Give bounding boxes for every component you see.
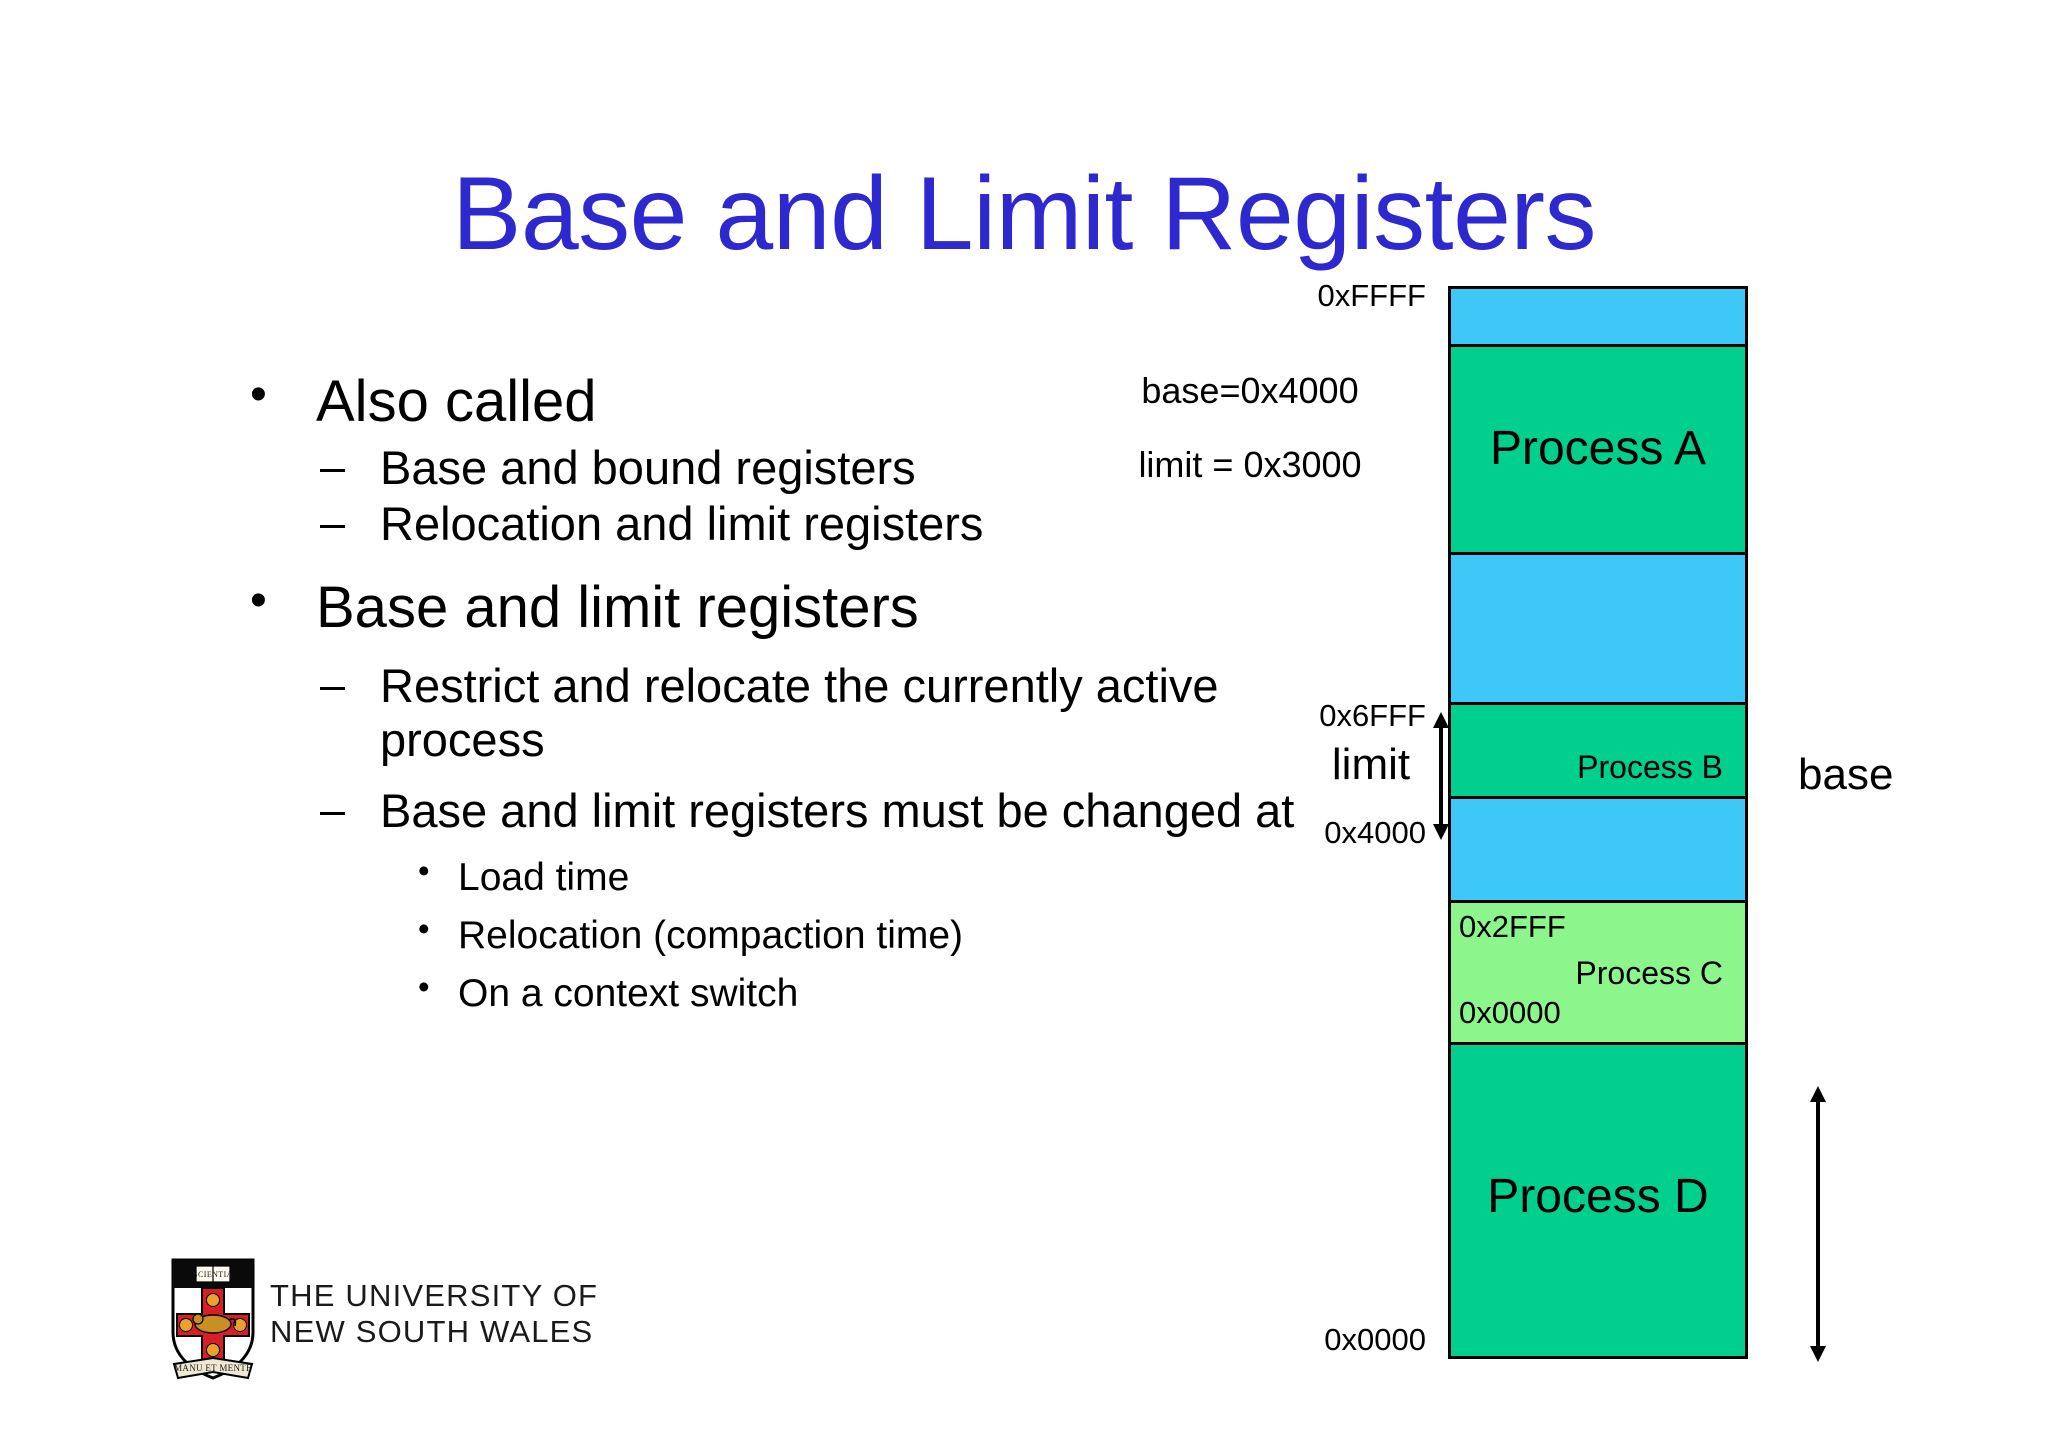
bullet-text: Base and bound registers	[380, 440, 916, 494]
process-a-label: Process A	[1489, 422, 1707, 475]
unsw-wordmark-line2: NEW SOUTH WALES	[270, 1313, 594, 1349]
bullet-base-and-bound: – Base and bound registers	[240, 441, 1310, 496]
page-title: Base and Limit Registers	[451, 156, 1597, 272]
memory-block-process-d: Process D	[1451, 1045, 1745, 1356]
bullet-list: • Also called – Base and bound registers…	[240, 368, 1310, 1021]
bullet-marker: •	[418, 910, 430, 948]
bullet-text: Load time	[458, 856, 630, 900]
bullet-marker: •	[250, 573, 267, 627]
bullet-marker: –	[320, 497, 346, 549]
bullet-relocation-compaction: • Relocation (compaction time)	[240, 910, 1310, 960]
base-register-value: base=0x4000	[1141, 370, 1359, 411]
bullet-on-context-switch: • On a context switch	[240, 967, 1310, 1018]
process-d-label: Process D	[1487, 1170, 1709, 1223]
svg-text:SCIENTIA: SCIENTIA	[193, 1270, 233, 1279]
unsw-wordmark: THE UNIVERSITY OF NEW SOUTH WALES	[270, 1278, 598, 1349]
unsw-crest-icon: SCIENTIA MANU ET MENTE	[171, 1258, 255, 1380]
bullet-text: Base and limit registers	[316, 574, 919, 640]
addr-4000-label: 0x4000	[1324, 815, 1426, 850]
bullet-marker: •	[250, 368, 267, 421]
memory-block-free-top	[1451, 289, 1745, 347]
bullet-relocation-and-limit: – Relocation and limit registers	[240, 497, 1310, 552]
bullet-text: Base and limit registers must be changed…	[380, 783, 1295, 837]
bullet-text: Also called	[316, 369, 597, 434]
svg-text:MANU ET MENTE: MANU ET MENTE	[174, 1363, 252, 1373]
addr-6fff-label: 0x6FFF	[1319, 698, 1426, 733]
inner-addr-0000-label: 0x0000	[1459, 995, 1561, 1030]
bullet-load-time: • Load time	[240, 852, 1310, 902]
memory-block-process-a: Process A	[1451, 347, 1745, 555]
address-label-column: 0xFFFF 0x6FFF 0x4000 0x0000	[1278, 270, 1427, 1380]
memory-block-free-3	[1451, 799, 1745, 903]
addr-0000-label: 0x0000	[1324, 1322, 1426, 1357]
bullet-also-called: • Also called	[240, 368, 1310, 435]
bullet-marker: •	[418, 852, 430, 890]
bullet-text: Relocation (compaction time)	[458, 914, 964, 958]
unsw-wordmark-line1: THE UNIVERSITY OF	[270, 1278, 599, 1313]
bullet-base-and-limit-registers: • Base and limit registers	[240, 573, 1310, 641]
memory-layout-diagram: 0xFFFF 0x6FFF 0x4000 0x0000 limit base P…	[1300, 270, 2040, 1380]
bullet-marker: –	[320, 783, 346, 835]
process-c-label: Process C	[1575, 955, 1723, 991]
base-arrow-icon	[1810, 1086, 1826, 1362]
register-values: base=0x4000 limit = 0x3000	[1105, 370, 1395, 486]
bullet-text: Restrict and relocate the currently acti…	[380, 658, 1219, 767]
unsw-logo: SCIENTIA MANU ET MENTE THE UNIVERSITY OF…	[170, 1258, 597, 1388]
memory-block-free-2	[1451, 555, 1745, 705]
bullet-text: Relocation and limit registers	[380, 497, 984, 551]
memory-bar: Process A Process B 0x2FFF Process C 0x0…	[1448, 286, 1748, 1359]
memory-block-process-b: Process B	[1451, 705, 1745, 799]
limit-annotation-label: limit	[1331, 740, 1411, 789]
limit-register-value: limit = 0x3000	[1138, 444, 1362, 485]
bullet-text: On a context switch	[458, 971, 799, 1015]
memory-block-process-c: 0x2FFF Process C 0x0000	[1451, 903, 1745, 1045]
bullet-marker: •	[418, 967, 430, 1005]
process-b-label: Process B	[1577, 749, 1723, 785]
inner-addr-2fff-label: 0x2FFF	[1459, 909, 1566, 944]
limit-arrow-icon	[1433, 712, 1449, 840]
addr-ffff-label: 0xFFFF	[1317, 278, 1427, 313]
bullet-must-be-changed-at: – Base and limit registers must be chang…	[240, 784, 1310, 839]
base-annotation-label: base	[1798, 750, 1894, 799]
bullet-marker: –	[320, 440, 346, 492]
bullet-marker: –	[320, 658, 346, 710]
bullet-restrict-and-relocate: – Restrict and relocate the currently ac…	[240, 659, 1310, 768]
